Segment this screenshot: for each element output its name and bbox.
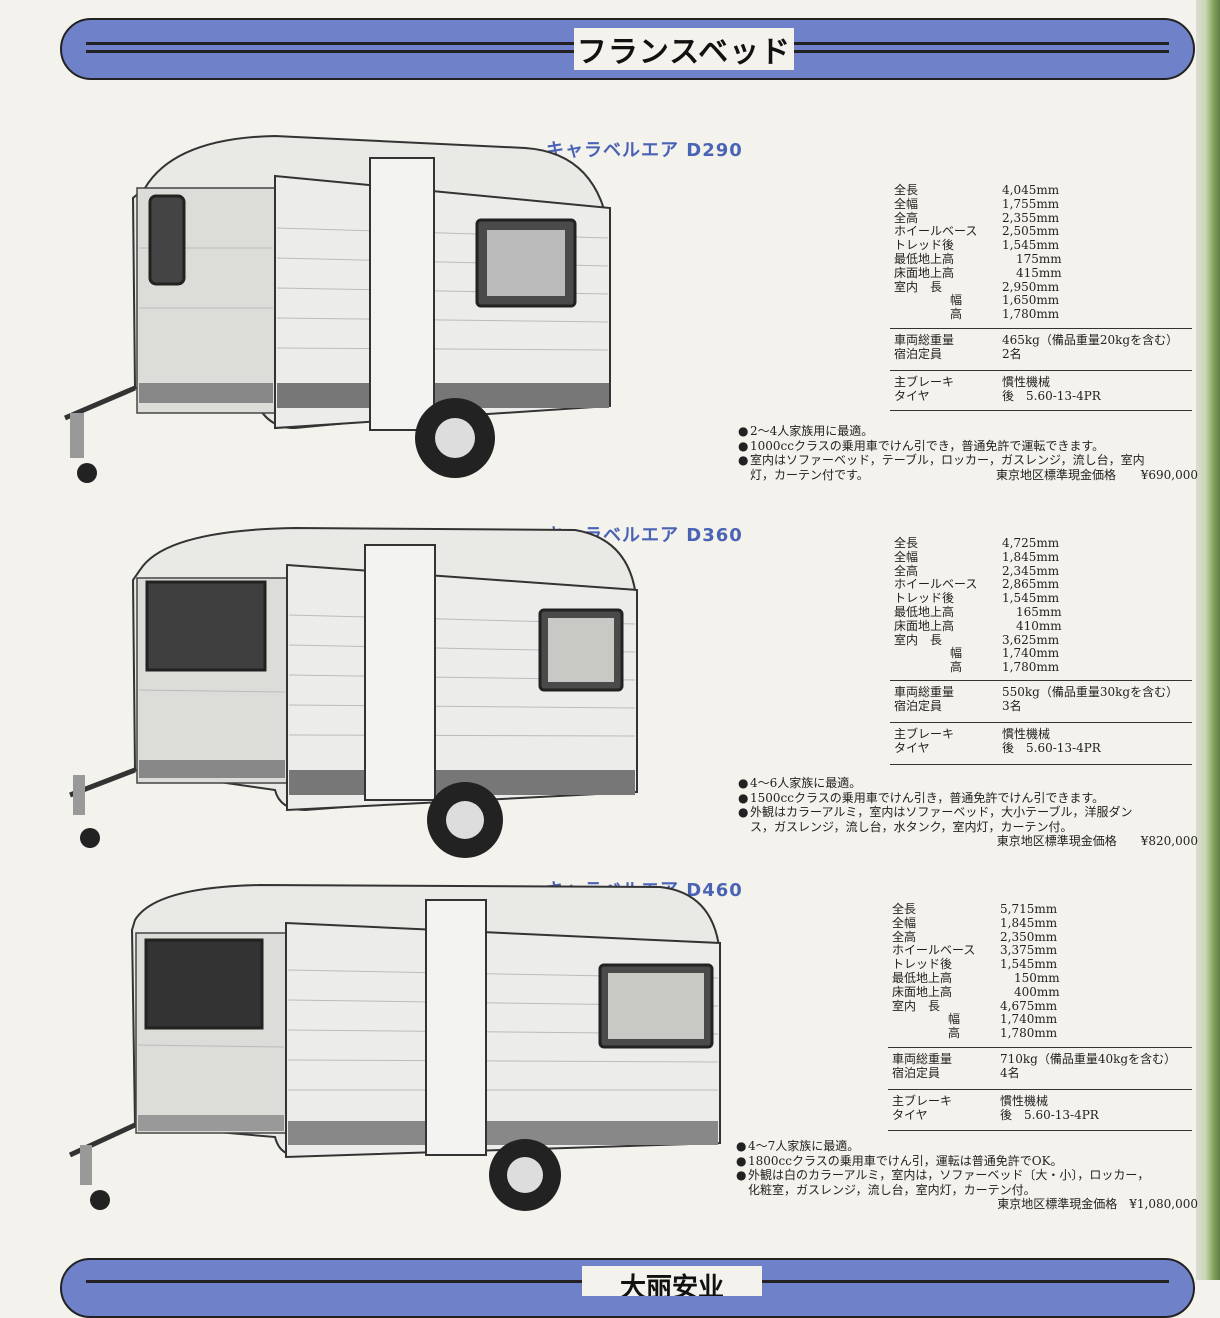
note-item: ●外観は白のカラーアルミ，室内は，ソファーベッド〔大・小〕，ロッカー， [736,1168,1150,1182]
price-label: 東京地区標準現金価格 [996,834,1117,848]
spec-brake-d460: 主ブレーキ慣性機械 タイヤ後 5.60-13-4PR [892,1094,1099,1122]
notes-d360: ●4～6人家族に最適。 ●1500ccクラスの乗用車でけん引き，普通免許でけん引… [738,776,1198,849]
footer-banner: 大丽安业 [60,1258,1195,1318]
note-item: ●室内はソファーベッド，テーブル，ロッカー，ガスレンジ，流し台，室内 [738,453,1145,467]
note-item: ●1000ccクラスの乗用車でけん引でき，普通免許で運転できます。 [738,438,1105,453]
notes-d290: ●2～4人家族用に最適。 ●1000ccクラスの乗用車でけん引でき，普通免許で運… [738,424,1198,482]
note-item: ●1500ccクラスの乗用車でけん引き，普通免許でけん引できます。 [738,790,1105,805]
spec-brake-d290: 主ブレーキ慣性機械 タイヤ後 5.60-13-4PR [894,375,1101,403]
price-value: ¥820,000 [1140,834,1198,848]
price-label: 東京地区標準現金価格 [996,467,1117,482]
spec-divider [890,410,1192,411]
note-item: 化粧室，ガスレンジ，流し台，室内灯，カーテン付。 [748,1182,1036,1197]
note-item: 灯，カーテン付です。東京地区標準現金価格¥690,000 [750,467,1198,482]
note-item: ●1800ccクラスの乗用車でけん引，運転は普通免許でOK。 [736,1153,1063,1168]
model-title-d290: キャラベルエア D290 [546,140,743,161]
spec-divider [890,722,1192,723]
spec-divider [890,764,1192,765]
caravan-photo-d290 [64,134,611,483]
notes-d460: ●4～7人家族に最適。 ●1800ccクラスの乗用車でけん引，運転は普通免許でO… [736,1139,1198,1212]
spec-divider [888,1089,1192,1090]
page-binding-edge [1196,0,1220,1280]
note-item: ス，ガスレンジ，流し台，水タンク，室内灯，カーテン付。 [750,819,1073,834]
note-item: ●4～7人家族に最適。 [736,1139,860,1153]
spec-divider [890,680,1192,681]
spec-divider [890,370,1192,371]
price-value: ¥690,000 [1140,467,1198,482]
header-banner: フランスベッド [60,18,1195,80]
price-row: 東京地区標準現金価格 ¥820,000 [738,834,1198,849]
spec-brake-d360: 主ブレーキ慣性機械 タイヤ後 5.60-13-4PR [894,727,1101,755]
spec-divider [890,328,1192,329]
caravan-photo-d360 [69,526,638,858]
footer-title: 大丽安业 [582,1266,762,1296]
price-value: ¥1,080,000 [1129,1197,1198,1211]
price-row: 東京地区標準現金価格 ¥1,080,000 [736,1197,1198,1212]
note-item: ●2～4人家族用に最適。 [738,424,874,438]
spec-divider [888,1047,1192,1048]
note-item: ●4～6人家族に最適。 [738,776,862,790]
note-item: ●外観はカラーアルミ，室内はソファーベッド，大小テーブル，洋服ダン [738,805,1133,819]
page-title: フランスベッド [574,28,794,70]
caravan-photo-d460 [68,883,721,1211]
spec-divider [888,1130,1192,1131]
price-label: 東京地区標準現金価格 [997,1197,1118,1211]
